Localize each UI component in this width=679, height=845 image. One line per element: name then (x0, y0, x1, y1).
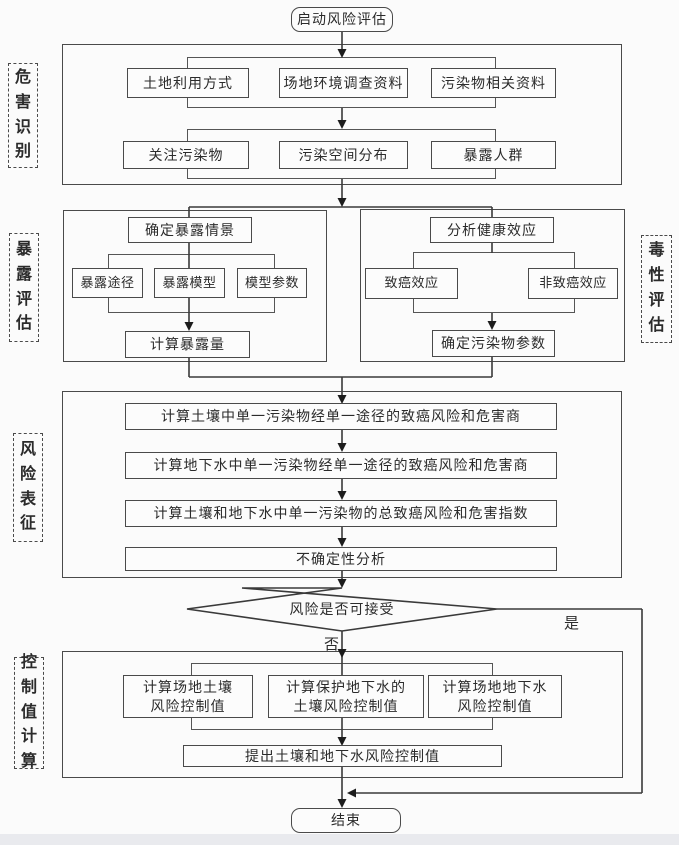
decision-no-label: 否 (323, 635, 340, 653)
node-site-groundwater-control-value: 计算场地地下水 风险控制值 (428, 675, 562, 718)
side-label-toxicity-assessment: 毒性评估 (641, 235, 672, 343)
section-exposure-box (63, 210, 327, 362)
side-label-hazard-identification: 危害识别 (8, 63, 38, 168)
node-pollutant-data: 污染物相关资料 (431, 68, 556, 98)
node-health-effects: 分析健康效应 (430, 217, 554, 243)
node-site-survey-data: 场地环境调查资料 (279, 68, 408, 98)
side-label-risk-characterization: 风险表征 (13, 433, 43, 542)
end-node: 结束 (291, 808, 401, 833)
node-groundwater-single-risk: 计算地下水中单一污染物经单一途径的致癌风险和危害商 (125, 452, 557, 479)
side-label-text: 毒性评估 (648, 242, 665, 334)
node-total-risk-index: 计算土壤和地下水中单一污染物的总致癌风险和危害指数 (125, 500, 557, 527)
decision-diamond-shape (186, 587, 498, 632)
node-pollutants-of-concern: 关注污染物 (123, 141, 249, 169)
node-uncertainty-analysis: 不确定性分析 (125, 547, 557, 571)
node-exposure-model: 暴露模型 (154, 268, 225, 298)
node-carcinogenic-effect: 致癌效应 (365, 268, 458, 299)
node-exposure-pathway: 暴露途径 (72, 268, 143, 298)
node-pollutant-parameters: 确定污染物参数 (432, 330, 555, 357)
node-site-soil-control-value: 计算场地土壤 风险控制值 (123, 675, 253, 718)
node-exposure-scenario: 确定暴露情景 (128, 217, 252, 243)
decision-yes-label: 是 (563, 614, 580, 632)
side-label-text: 暴露评估 (15, 240, 32, 333)
node-non-carcinogenic-effect: 非致癌效应 (528, 268, 618, 299)
node-protect-groundwater-soil-control-value: 计算保护地下水的 土壤风险控制值 (268, 675, 424, 718)
page-bottom-band (0, 834, 679, 845)
side-label-control-value-calculation: 控制值计算 (14, 654, 44, 770)
decision-label: 风险是否可接受 (289, 601, 395, 617)
start-node: 启动风险评估 (291, 7, 393, 32)
node-soil-single-risk: 计算土壤中单一污染物经单一途径的致癌风险和危害商 (125, 403, 557, 430)
side-label-text: 控制值计算 (20, 654, 37, 771)
side-label-text: 风险表征 (19, 440, 36, 533)
node-land-use: 土地利用方式 (127, 68, 249, 98)
node-exposed-population: 暴露人群 (431, 141, 556, 169)
side-label-text: 危害识别 (14, 68, 31, 161)
node-propose-control-values: 提出土壤和地下水风险控制值 (183, 745, 502, 767)
node-model-parameters: 模型参数 (237, 268, 307, 298)
node-pollution-distribution: 污染空间分布 (279, 141, 408, 169)
node-calc-exposure: 计算暴露量 (125, 331, 250, 358)
side-label-exposure-assessment: 暴露评估 (9, 233, 39, 342)
